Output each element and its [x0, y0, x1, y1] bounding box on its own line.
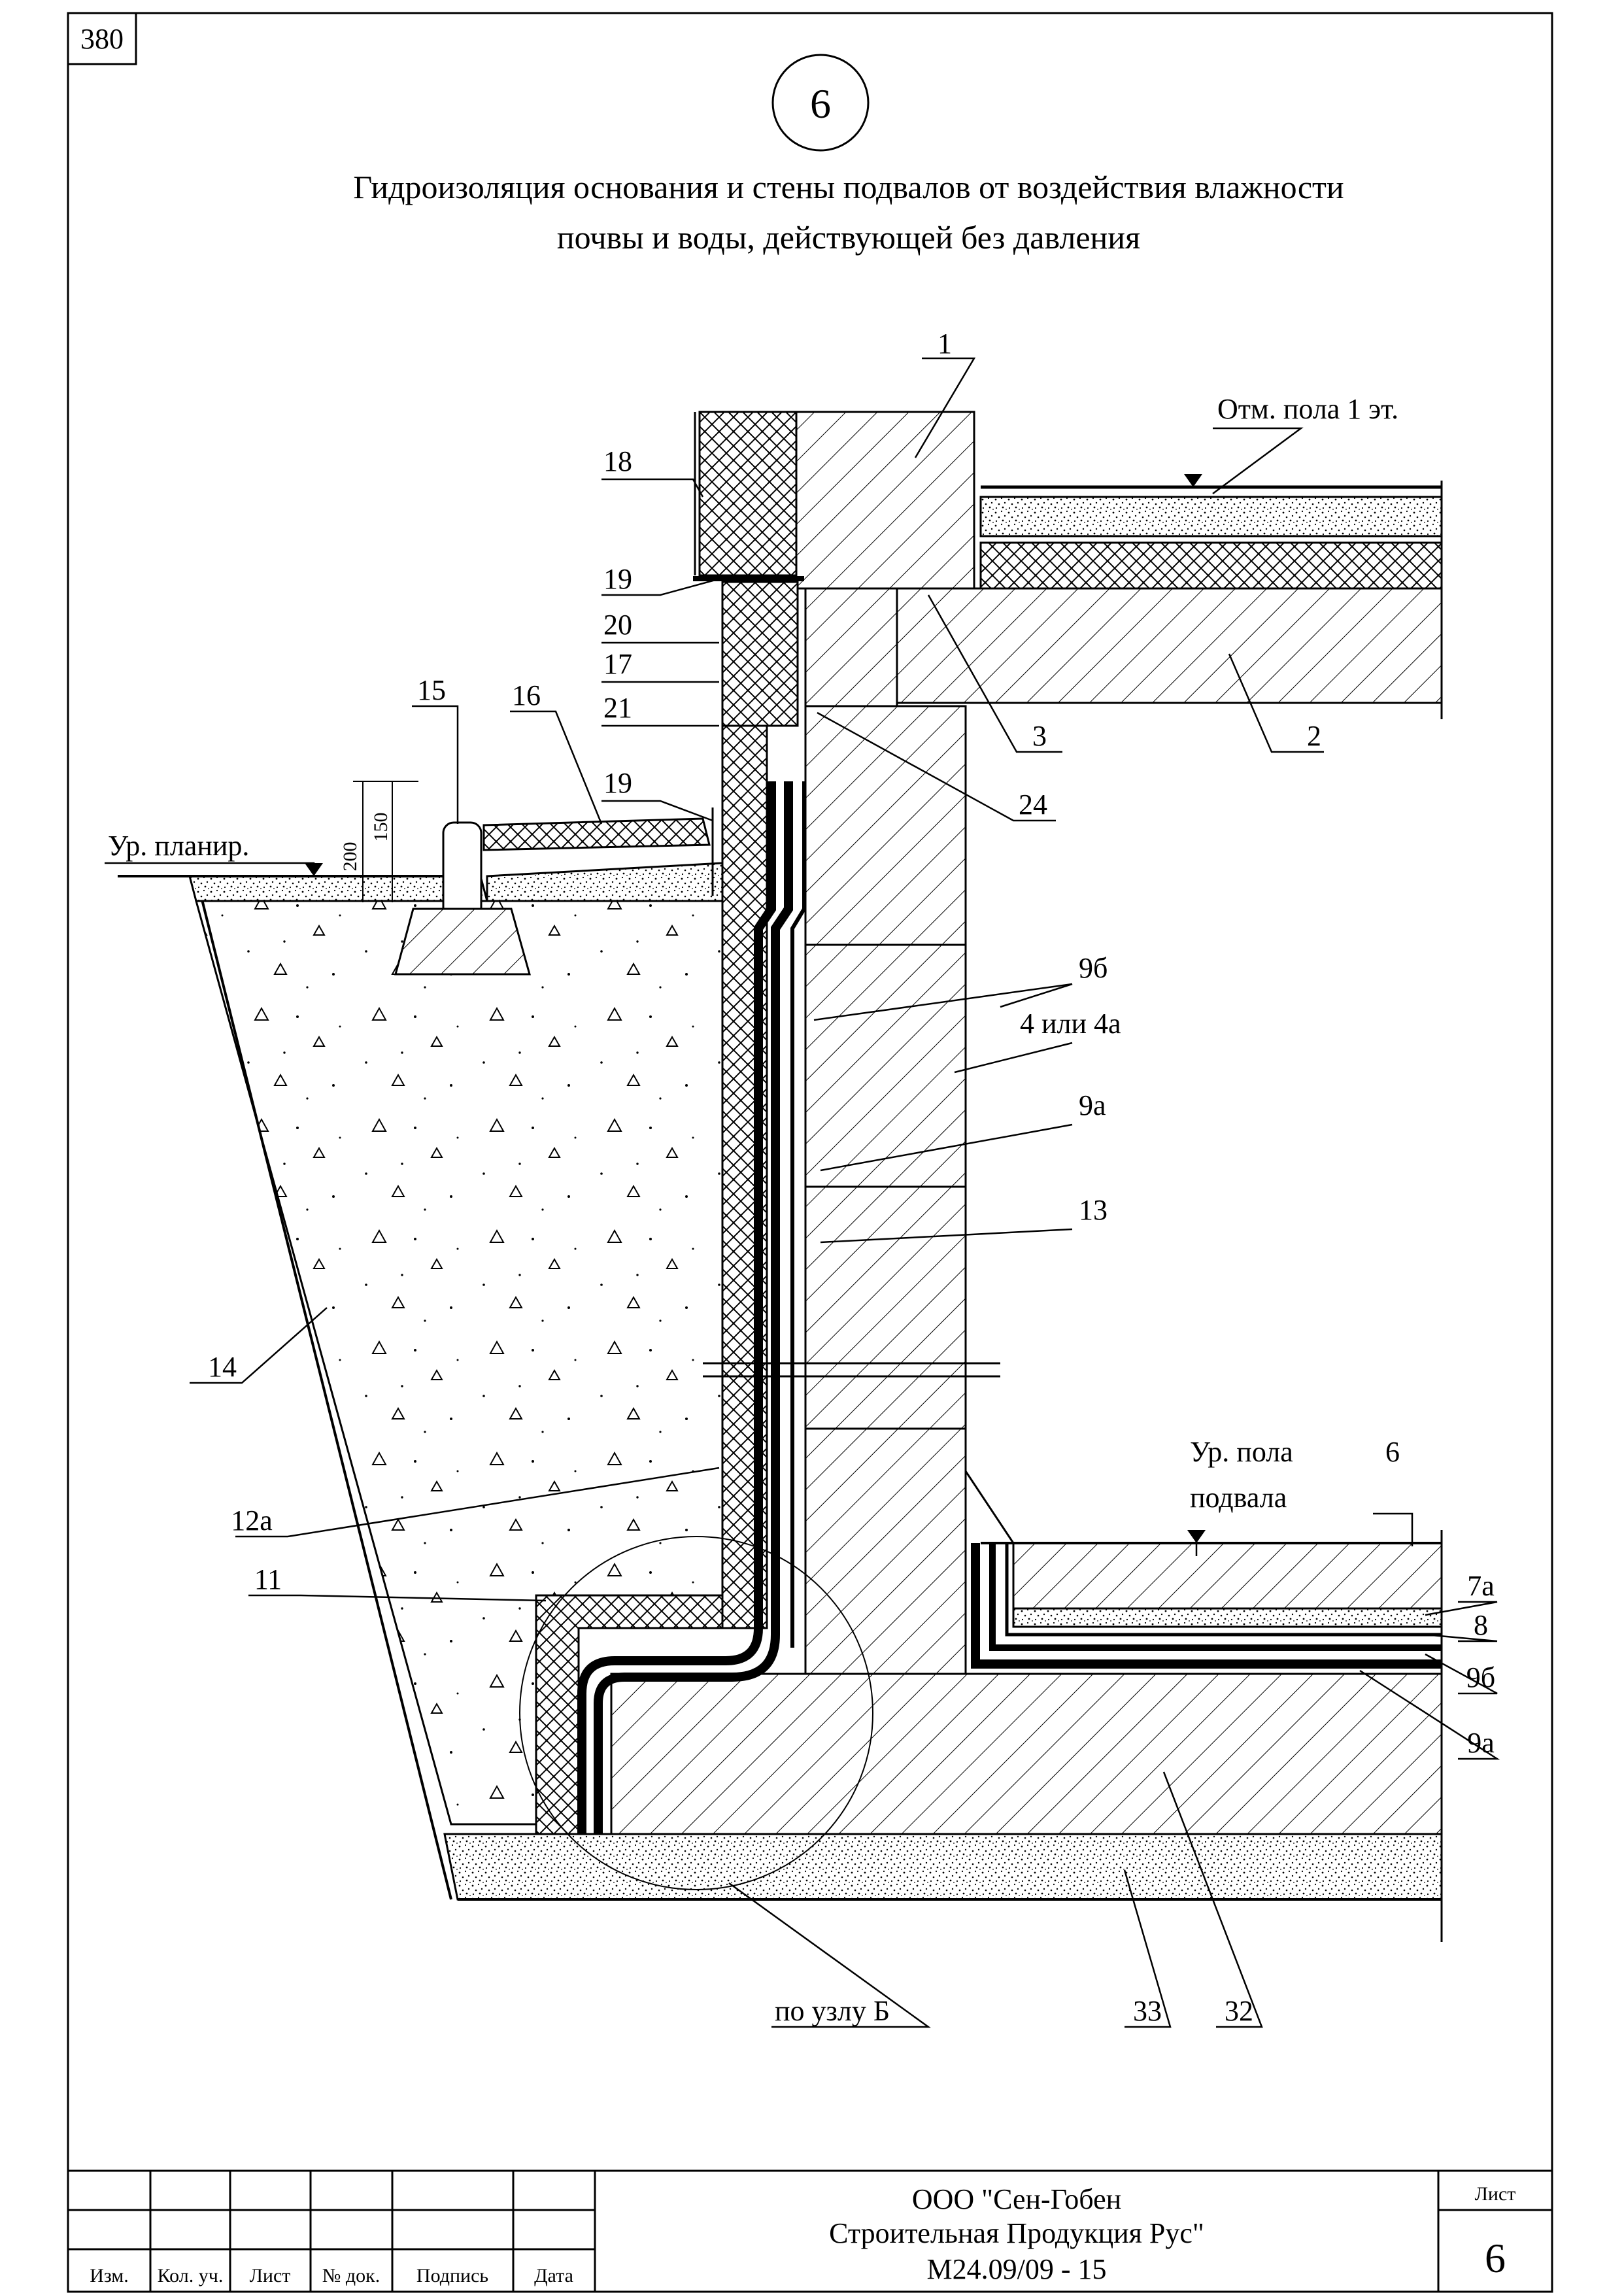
- label-4: 4 или 4а: [1020, 1008, 1121, 1040]
- title-block: [68, 2169, 1552, 2292]
- label-19b: 19: [603, 767, 632, 799]
- foundation-slab: [610, 1673, 1443, 1835]
- label-21: 21: [603, 692, 632, 724]
- label-24: 24: [1019, 789, 1047, 821]
- node-b-circle: [519, 1536, 873, 1890]
- slab-edge-block: [804, 587, 898, 707]
- dim-200: 200: [339, 842, 361, 872]
- leader-lines: [105, 357, 1500, 2028]
- label-14: 14: [208, 1351, 237, 1383]
- basement-wall-block-4: [804, 1427, 967, 1675]
- sheet-frame: [67, 12, 1553, 2293]
- basement-level-marker: [1187, 1530, 1206, 1543]
- floor-finish-insulation: [979, 541, 1443, 590]
- label-basement-floor-1: Ур. пола: [1190, 1436, 1293, 1468]
- label-33: 33: [1133, 1995, 1162, 2027]
- label-12a: 12а: [231, 1504, 273, 1537]
- label-16: 16: [512, 679, 541, 711]
- curb-stone: [442, 821, 482, 923]
- tb-header-sign: Подпись: [416, 2265, 488, 2286]
- label-grade: Ур. планир.: [108, 830, 249, 862]
- section-drawing: [118, 411, 1443, 1942]
- dim-150: 150: [370, 813, 392, 842]
- membrane-wall: [577, 781, 776, 1834]
- label-2: 2: [1307, 720, 1321, 752]
- label-3: 3: [1032, 720, 1047, 752]
- membrane-floor: [971, 1543, 1442, 1669]
- label-9a-top: 9а: [1079, 1089, 1106, 1121]
- page-number: 380: [80, 23, 124, 55]
- callout-labels: 1 Отм. пола 1 эт. 18 19 20 17 21 3 2 24 …: [108, 328, 1495, 2027]
- curb-foundation: [394, 908, 531, 976]
- tb-company-2: Строительная Продукция Рус": [829, 2217, 1204, 2249]
- label-9a-bot: 9а: [1467, 1727, 1495, 1759]
- label-9b-top: 9б: [1079, 952, 1108, 984]
- label-19a: 19: [603, 563, 632, 595]
- label-9b-bot: 9б: [1466, 1661, 1495, 1693]
- plinth-insulation: [721, 581, 799, 727]
- detail-number-circle: [771, 54, 870, 152]
- label-17: 17: [603, 648, 632, 680]
- sand-base: [443, 1833, 1443, 1901]
- label-7a: 7а: [1467, 1570, 1495, 1602]
- label-15: 15: [417, 674, 446, 706]
- tb-code: М24.09/09 - 15: [927, 2253, 1107, 2285]
- grade-level-marker: [305, 863, 323, 876]
- label-11: 11: [254, 1563, 282, 1595]
- tb-sheet-number: 6: [1485, 2235, 1506, 2281]
- label-1: 1: [938, 328, 952, 360]
- tb-company-1: ООО "Сен-Гобен: [912, 2183, 1121, 2215]
- label-6: 6: [1385, 1436, 1400, 1468]
- label-basement-floor-2: подвала: [1190, 1482, 1287, 1514]
- upper-wall: [795, 411, 975, 590]
- label-20: 20: [603, 609, 632, 641]
- basement-wall-block-1: [804, 705, 967, 946]
- label-18: 18: [603, 445, 632, 477]
- facade-insulation: [698, 411, 798, 577]
- title-line-1: Гидроизоляция основания и стены подвалов…: [353, 169, 1344, 205]
- floor-finish-screed: [979, 496, 1443, 537]
- title-line-2: почвы и воды, действующей без давления: [557, 219, 1140, 256]
- floor-level-marker: [1184, 474, 1202, 487]
- basement-wall-block-3: [804, 1185, 967, 1430]
- label-13: 13: [1079, 1194, 1108, 1226]
- basement-floor-layer-8: [1012, 1607, 1443, 1628]
- floor-slab: [894, 587, 1443, 704]
- title-block-text: Изм. Кол. уч. Лист № док. Подпись Дата О…: [90, 2183, 1515, 2286]
- detail-number: 6: [810, 80, 831, 127]
- tb-header-kol: Кол. уч.: [158, 2265, 224, 2286]
- label-8: 8: [1474, 1609, 1488, 1641]
- label-node-b: по узлу Б: [775, 1995, 890, 2027]
- tb-header-list: Лист: [250, 2265, 291, 2286]
- page-number-box: [67, 12, 137, 65]
- tb-header-izm: Изм.: [90, 2265, 129, 2286]
- basement-wall-block-2: [804, 944, 967, 1188]
- basement-floor-slab: [1012, 1542, 1443, 1610]
- tb-header-date: Дата: [534, 2265, 573, 2286]
- tb-header-doc: № док.: [322, 2265, 380, 2286]
- label-floor1: Отм. пола 1 эт.: [1217, 393, 1398, 425]
- blind-area-insulation: [482, 817, 711, 851]
- tb-sheet-label: Лист: [1475, 2183, 1516, 2205]
- label-32: 32: [1225, 1995, 1253, 2027]
